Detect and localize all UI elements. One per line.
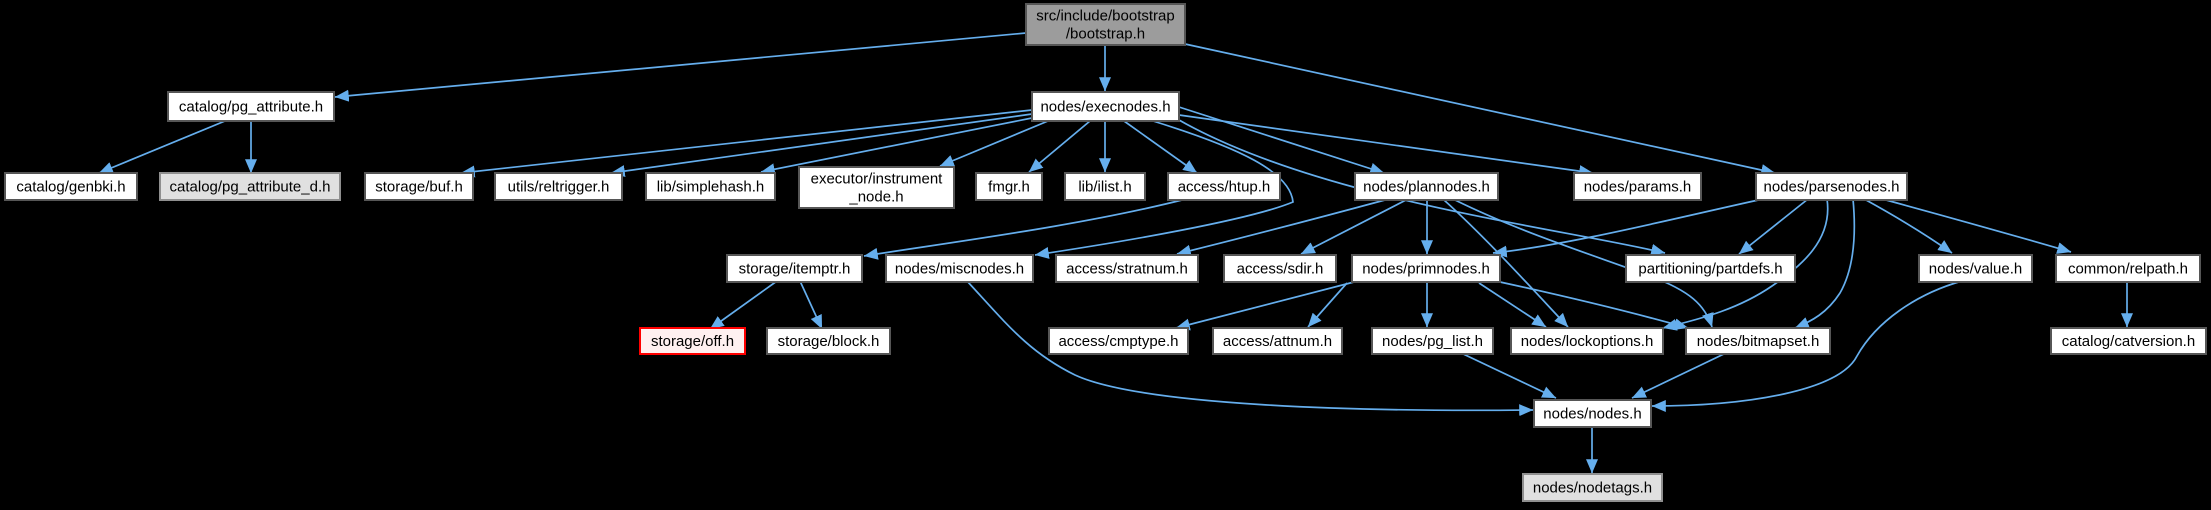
svg-text:lib/ilist.h: lib/ilist.h (1078, 179, 1131, 196)
svg-text:nodes/lockoptions.h: nodes/lockoptions.h (1521, 333, 1654, 350)
svg-text:lib/simplehash.h: lib/simplehash.h (657, 179, 765, 196)
svg-text:/bootstrap.h: /bootstrap.h (1066, 26, 1145, 43)
svg-text:nodes/primnodes.h: nodes/primnodes.h (1362, 261, 1490, 278)
svg-text:nodes/bitmapset.h: nodes/bitmapset.h (1697, 333, 1820, 350)
svg-text:utils/reltrigger.h: utils/reltrigger.h (508, 179, 610, 196)
svg-text:src/include/bootstrap: src/include/bootstrap (1036, 8, 1174, 25)
svg-text:access/sdir.h: access/sdir.h (1237, 261, 1324, 278)
svg-text:access/attnum.h: access/attnum.h (1223, 333, 1332, 350)
svg-text:catalog/genbki.h: catalog/genbki.h (16, 179, 125, 196)
svg-text:storage/block.h: storage/block.h (778, 333, 880, 350)
svg-text:nodes/execnodes.h: nodes/execnodes.h (1040, 99, 1170, 116)
svg-text:nodes/parsenodes.h: nodes/parsenodes.h (1764, 179, 1900, 196)
svg-text:storage/itemptr.h: storage/itemptr.h (739, 261, 851, 278)
svg-text:catalog/pg_attribute.h: catalog/pg_attribute.h (179, 99, 323, 116)
svg-text:_node.h: _node.h (848, 189, 903, 206)
svg-text:partitioning/partdefs.h: partitioning/partdefs.h (1638, 261, 1782, 278)
svg-text:nodes/nodetags.h: nodes/nodetags.h (1533, 480, 1652, 497)
svg-text:nodes/nodes.h: nodes/nodes.h (1543, 406, 1641, 423)
svg-text:storage/buf.h: storage/buf.h (375, 179, 463, 196)
svg-text:catalog/pg_attribute_d.h: catalog/pg_attribute_d.h (170, 179, 331, 196)
svg-text:executor/instrument: executor/instrument (811, 171, 944, 188)
svg-text:nodes/params.h: nodes/params.h (1584, 179, 1692, 196)
svg-text:fmgr.h: fmgr.h (988, 179, 1030, 196)
svg-text:access/cmptype.h: access/cmptype.h (1058, 333, 1178, 350)
svg-text:access/htup.h: access/htup.h (1178, 179, 1271, 196)
svg-text:nodes/miscnodes.h: nodes/miscnodes.h (895, 261, 1024, 278)
svg-text:catalog/catversion.h: catalog/catversion.h (2062, 333, 2195, 350)
svg-text:common/relpath.h: common/relpath.h (2068, 261, 2188, 278)
svg-text:nodes/plannodes.h: nodes/plannodes.h (1363, 179, 1490, 196)
svg-text:nodes/pg_list.h: nodes/pg_list.h (1382, 333, 1483, 350)
svg-text:nodes/value.h: nodes/value.h (1929, 261, 2022, 278)
svg-text:storage/off.h: storage/off.h (651, 333, 734, 350)
svg-text:access/stratnum.h: access/stratnum.h (1066, 261, 1188, 278)
